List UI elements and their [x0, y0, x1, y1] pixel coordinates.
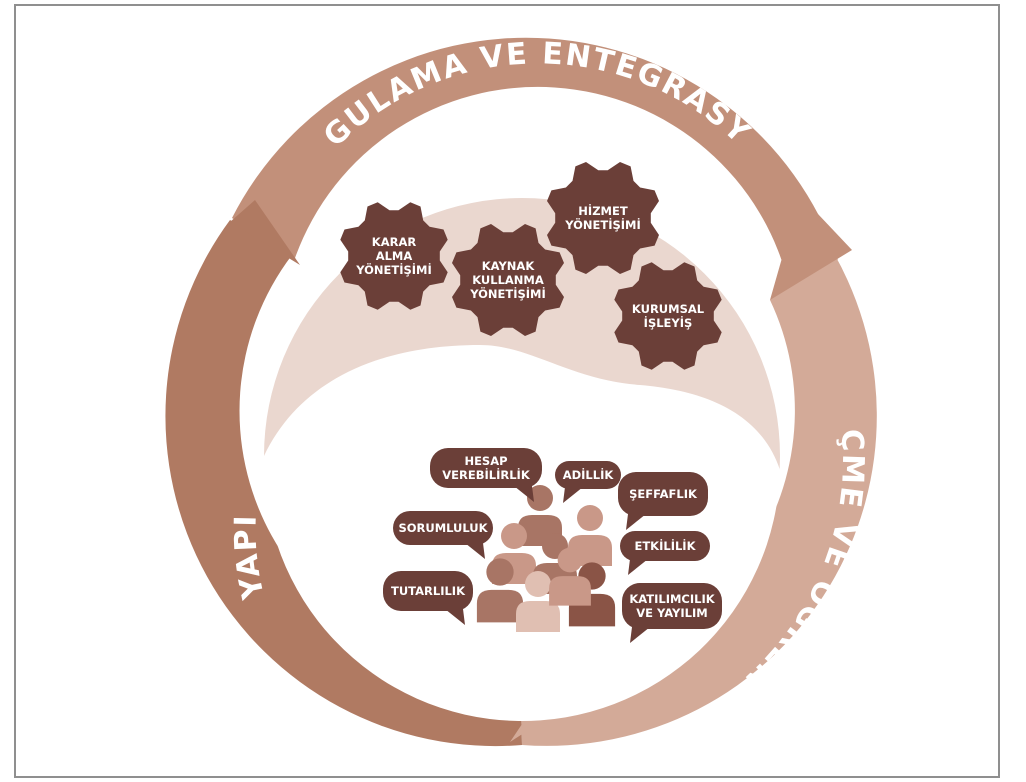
gear-label-line: ALMA [376, 249, 413, 263]
gear-label-line: YÖNETİŞİMİ [355, 262, 432, 277]
speech-bubble-label: HESAP [464, 454, 507, 468]
gear-label-line: İŞLEYİŞ [644, 315, 693, 330]
speech-bubble-label: VE YAYILIM [636, 606, 707, 620]
gear-label-line: KARAR [372, 235, 417, 249]
speech-bubble-tail [630, 627, 650, 643]
speech-bubble: SORUMLULUK [393, 511, 493, 559]
speech-bubble-shape [618, 472, 708, 516]
gear-label-line: KAYNAK [482, 259, 536, 273]
arrow-head-top [770, 195, 852, 300]
person-icon [516, 571, 560, 632]
ring-segment-uygulama [232, 37, 838, 290]
gear-shape-icon [614, 262, 722, 370]
speech-bubble: ADİLLİK [555, 461, 621, 503]
gear-label-line: YÖNETİŞİMİ [564, 217, 641, 232]
gear-label-line: KULLANMA [472, 273, 544, 287]
speech-bubble-label: TUTARLILIK [391, 584, 466, 598]
speech-bubble-label: ETKİLİLİK [634, 538, 696, 553]
speech-bubble-shape [383, 571, 473, 611]
gear-shape-icon [340, 202, 448, 310]
speech-bubble-shape [430, 448, 542, 488]
speech-bubble-label: VEREBİLİRLİK [442, 467, 531, 482]
speech-bubble-label: ADİLLİK [563, 467, 615, 482]
ring-segment-yapi [165, 220, 523, 747]
gear-shape-icon [547, 162, 659, 274]
speech-bubble-label: ŞEFFAFLIK [629, 487, 698, 501]
person-icon [476, 558, 524, 623]
speech-bubble: ŞEFFAFLIK [618, 472, 708, 530]
speech-bubble-tail [465, 543, 485, 559]
speech-bubble: TUTARLILIK [383, 571, 473, 625]
speech-bubble-shape [555, 461, 621, 489]
gear-label-line: HİZMET [578, 203, 628, 218]
speech-bubble-label: KATILIMCILIK [629, 592, 715, 606]
speech-bubble-tail [514, 486, 534, 502]
ring-label-left: YAPI [228, 513, 272, 603]
gear-label-line: YÖNETİŞİMİ [469, 286, 546, 301]
speech-bubble-label: SORUMLULUK [398, 521, 488, 535]
gear-shape-icon [452, 224, 564, 336]
speech-bubble-shape [622, 583, 722, 629]
gear-label-line: KURUMSAL [632, 302, 705, 316]
speech-bubble-tail [626, 514, 646, 530]
person-icon [549, 547, 591, 606]
speech-bubble-tail [628, 559, 648, 575]
speech-bubble-tail [445, 609, 465, 625]
speech-bubble-shape [620, 531, 710, 561]
arrow-head-left [230, 200, 300, 265]
people-group [476, 485, 616, 632]
speech-bubble: ETKİLİLİK [620, 531, 710, 575]
ring-segment-olcme [520, 240, 877, 746]
speech-bubble-tail [563, 487, 583, 503]
speech-bubble-shape [393, 511, 493, 545]
